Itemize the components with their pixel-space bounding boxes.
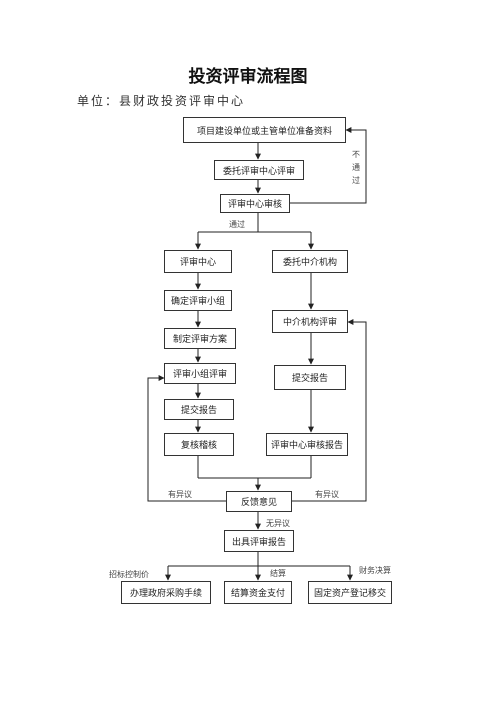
box-group-review: 评审小组评审 [164, 363, 236, 384]
box-gov-procurement: 办理政府采购手续 [121, 581, 211, 604]
page-title: 投资评审流程图 [188, 67, 308, 87]
unit-line: 单位：县财政投资评审中心 [77, 94, 246, 108]
box-prepare-materials: 项目建设单位或主管单位准备资料 [183, 117, 346, 143]
box-review-center: 评审中心 [164, 250, 232, 273]
box-submit-report-left: 提交报告 [164, 399, 234, 420]
box-determine-group: 确定评审小组 [164, 290, 232, 311]
label-no-objection: 无异议 [266, 519, 290, 528]
box-issue-report: 出具评审报告 [224, 530, 294, 552]
label-objection-left: 有异议 [168, 490, 192, 499]
label-settlement: 结算 [270, 569, 286, 578]
arrow-not-pass-loop [290, 127, 367, 204]
label-not-pass: 不通过 [352, 150, 360, 185]
label-objection-right: 有异议 [315, 490, 339, 499]
box-make-plan: 制定评审方案 [164, 328, 236, 349]
box-feedback: 反馈意见 [226, 491, 292, 512]
box-entrust-center: 委托评审中心评审 [214, 160, 304, 180]
box-recheck: 复核稽核 [164, 433, 234, 456]
box-center-review: 评审中心审核 [220, 194, 290, 213]
label-bid-control: 招标控制价 [109, 570, 149, 579]
box-center-audit-report: 评审中心审核报告 [266, 433, 348, 456]
label-final-accounts: 财务决算 [359, 566, 391, 575]
arrow-objection-right-loop [292, 319, 367, 502]
box-fixed-asset: 固定资产登记移交 [308, 581, 392, 604]
box-entrust-agency: 委托中介机构 [272, 250, 348, 273]
label-pass: 通过 [229, 220, 245, 229]
box-settle-payment: 结算资金支付 [224, 581, 292, 604]
arrow-objection-left-loop [147, 375, 226, 502]
box-submit-report-right: 提交报告 [274, 365, 346, 390]
box-agency-review: 中介机构评审 [272, 310, 348, 333]
